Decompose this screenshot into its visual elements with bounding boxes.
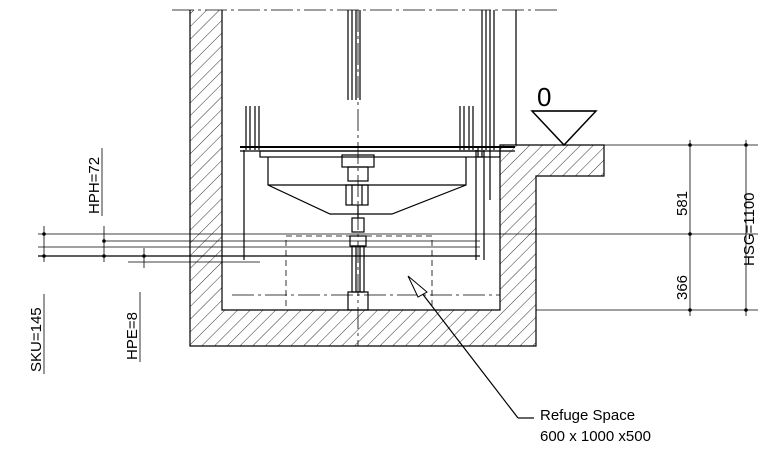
- floor-level-label: 0: [537, 82, 551, 112]
- right-dimensions: [480, 140, 758, 316]
- pit-wall: [189, 10, 605, 347]
- level-lines: [38, 226, 480, 268]
- guide-rails: [347, 10, 495, 260]
- floor-level-marker: 0: [530, 82, 598, 147]
- refuge-leader: [407, 275, 534, 419]
- lower-segment-label: 366: [674, 275, 691, 300]
- refuge-space-label: Refuge Space: [540, 407, 635, 424]
- upper-segment-label: 581: [674, 191, 691, 216]
- hph-label: HPH=72: [86, 157, 103, 214]
- sku-label: SKU=145: [28, 307, 45, 372]
- hsg-label: HSG=1100: [741, 192, 758, 266]
- refuge-space-size: 600 x 1000 x500: [540, 428, 651, 445]
- hpe-label: HPE=8: [124, 312, 141, 360]
- car-frame: [240, 106, 515, 260]
- refuge-space-box: [285, 235, 433, 311]
